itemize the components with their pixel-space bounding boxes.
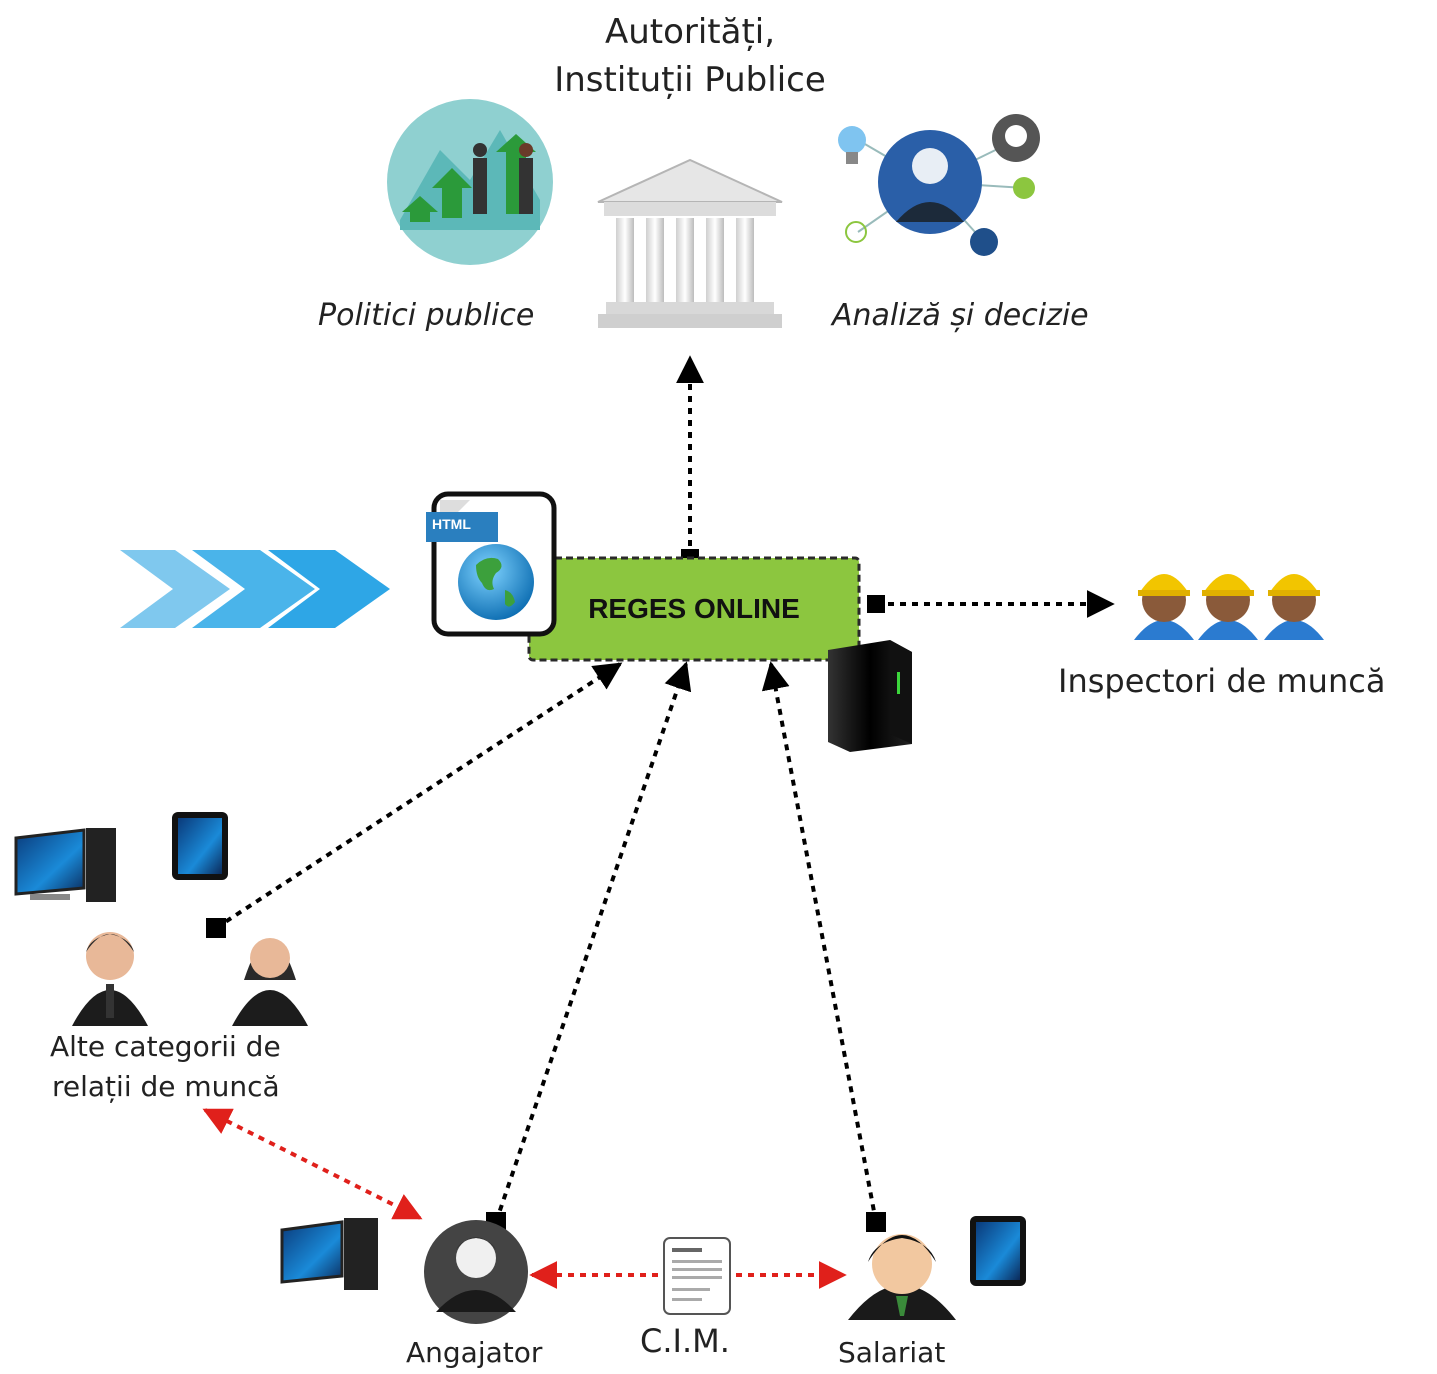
employee-icon <box>848 1234 956 1320</box>
reges-online-label: REGES ONLINE <box>588 593 800 624</box>
label-inspectori: Inspectori de muncă <box>1058 662 1386 700</box>
businessman-icon <box>72 932 148 1026</box>
link-anchor-right <box>867 595 885 613</box>
policy-growth-icon <box>387 99 553 265</box>
label-salariat: Salariat <box>838 1336 946 1369</box>
label-analiza-decizie: Analiză și decizie <box>832 298 1089 333</box>
flow-chevrons-icon <box>120 550 390 628</box>
label-alte-line2: relații de muncă <box>52 1070 280 1103</box>
link-anchor-salariat <box>866 1212 886 1232</box>
label-politici-publice: Politici publice <box>318 298 535 333</box>
label-cim: C.I.M. <box>640 1322 730 1360</box>
label-angajator: Angajator <box>406 1336 543 1369</box>
link-alte-angajator <box>202 1108 423 1220</box>
html-globe-icon <box>426 491 557 637</box>
businesswoman-icon <box>232 938 308 1026</box>
desktop-computer-icon <box>280 1218 378 1290</box>
institution-building-icon <box>597 158 783 328</box>
tablet-icon <box>970 1216 1026 1286</box>
html-badge-label: HTML <box>432 516 471 532</box>
worker-helmet-icon <box>1134 574 1324 640</box>
server-tower-icon <box>828 640 912 752</box>
link-alte-to-reges <box>214 662 623 930</box>
analysis-network-icon <box>838 114 1040 256</box>
title-line1: Autorități, <box>604 12 776 52</box>
tablet-icon <box>172 812 228 880</box>
title-line2: Instituții Publice <box>554 60 826 100</box>
contract-document-icon <box>663 1237 731 1315</box>
label-alte-line1: Alte categorii de <box>50 1030 281 1063</box>
desktop-computer-icon <box>14 828 116 902</box>
link-anchor-alte <box>206 918 226 938</box>
businessman-icon <box>424 1220 528 1324</box>
link-angajator-to-reges <box>494 661 692 1223</box>
link-salariat-to-reges <box>761 661 878 1223</box>
